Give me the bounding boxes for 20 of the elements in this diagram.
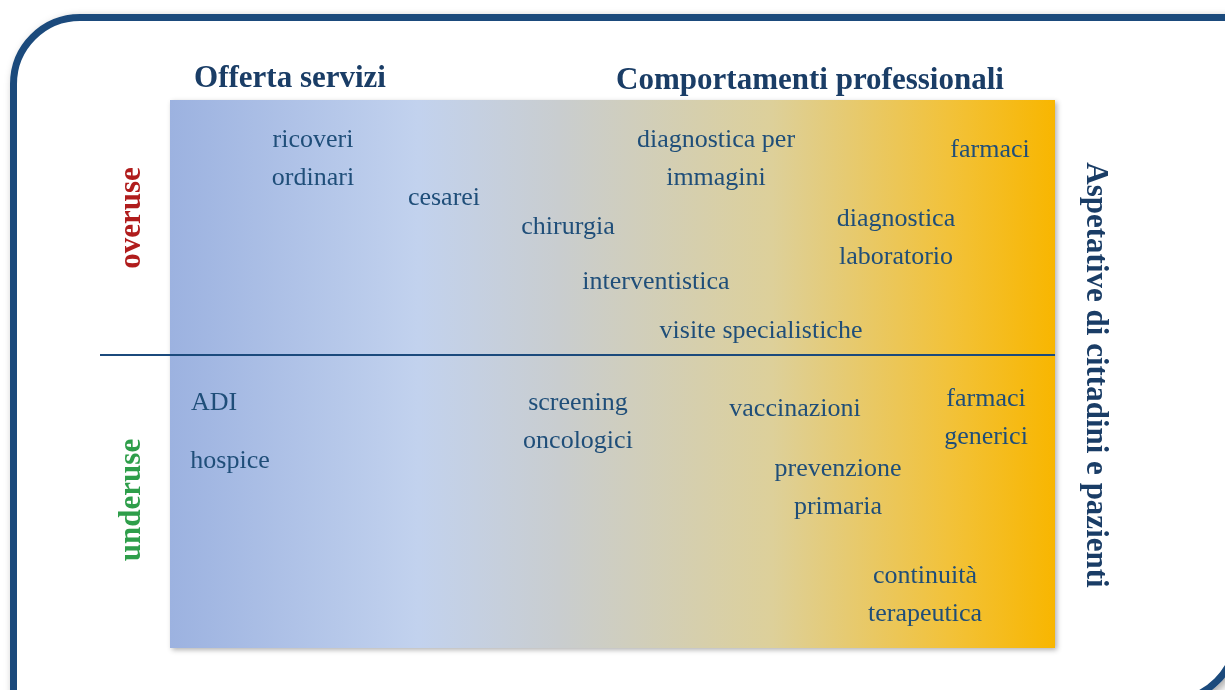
- item-label: vaccinazioni: [729, 392, 861, 424]
- item-label: farmaci generici: [943, 382, 1029, 452]
- item-label: ricoveri ordinari: [270, 123, 356, 193]
- item-label: screening oncologici: [522, 386, 634, 456]
- item-label: hospice: [190, 444, 270, 476]
- item-label: ADI: [190, 386, 238, 418]
- axis-label: Aspetative di cittadini e pazienti: [1079, 162, 1116, 588]
- heading: Comportamenti professionali: [616, 60, 1004, 98]
- item-label: interventistica: [582, 265, 730, 297]
- item-label: chirurgia: [521, 210, 615, 242]
- item-label: diagnostica per immagini: [635, 123, 797, 193]
- heading: Offerta servizi: [194, 58, 386, 96]
- item-label: cesarei: [407, 181, 481, 213]
- axis-label: underuse: [111, 438, 148, 562]
- item-label: diagnostica laboratorio: [835, 202, 957, 272]
- axis-label: overuse: [111, 167, 148, 269]
- item-label: prevenzione primaria: [773, 452, 903, 522]
- item-label: visite specialistiche: [659, 314, 863, 346]
- item-label: farmaci: [950, 133, 1030, 165]
- item-label: continuità terapeutica: [867, 559, 983, 629]
